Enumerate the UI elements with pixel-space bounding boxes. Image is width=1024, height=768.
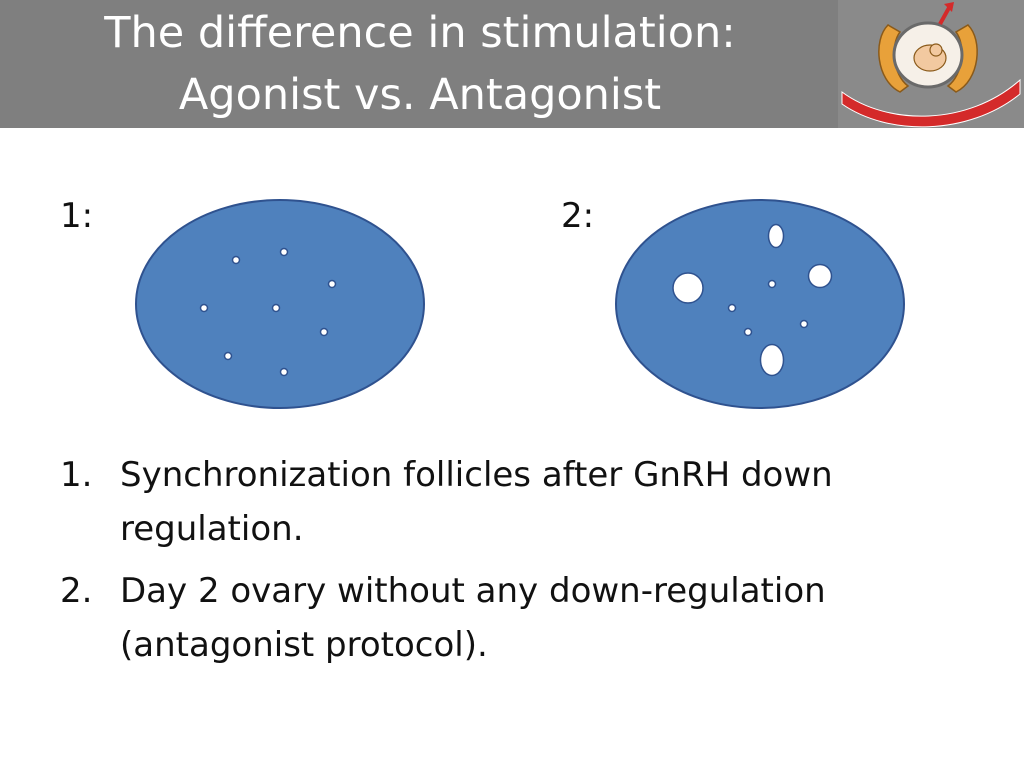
ovary-2-diagram [615,199,905,409]
logo [838,0,1024,128]
figure-1-label: 1: [60,196,94,236]
follicle [767,223,785,249]
follicle [279,367,289,377]
fertility-center-logo-icon [841,2,1021,128]
follicle [672,272,704,304]
list-marker: 2. [60,571,93,611]
follicle [799,319,809,329]
list-item-text: Day 2 ovary without any down-regulation … [120,571,826,665]
ovary-1-body [135,199,425,409]
explanation-list: 1. Synchronization follicles after GnRH … [60,448,960,680]
list-item: 2. Day 2 ovary without any down-regulati… [60,564,960,672]
follicle [319,327,329,337]
list-item-text: Synchronization follicles after GnRH dow… [120,455,833,549]
follicle [231,255,241,265]
title-line-2: Agonist vs. Antagonist [178,70,662,120]
ovary-1-diagram [135,199,425,409]
figure-2-label: 2: [561,196,595,236]
list-item: 1. Synchronization follicles after GnRH … [60,448,960,556]
list-marker: 1. [60,455,93,495]
follicle [727,303,737,313]
follicle [807,263,833,289]
title-line-1: The difference in stimulation: [104,8,736,58]
follicle [223,351,233,361]
slide-header: The difference in stimulation: Agonist v… [0,0,1024,128]
slide-title: The difference in stimulation: Agonist v… [0,2,840,126]
follicle [279,247,289,257]
follicle [327,279,337,289]
follicle [767,279,777,289]
follicle [271,303,281,313]
ovary-2-body [615,199,905,409]
follicle [199,303,209,313]
follicle [759,343,785,377]
follicle [743,327,753,337]
